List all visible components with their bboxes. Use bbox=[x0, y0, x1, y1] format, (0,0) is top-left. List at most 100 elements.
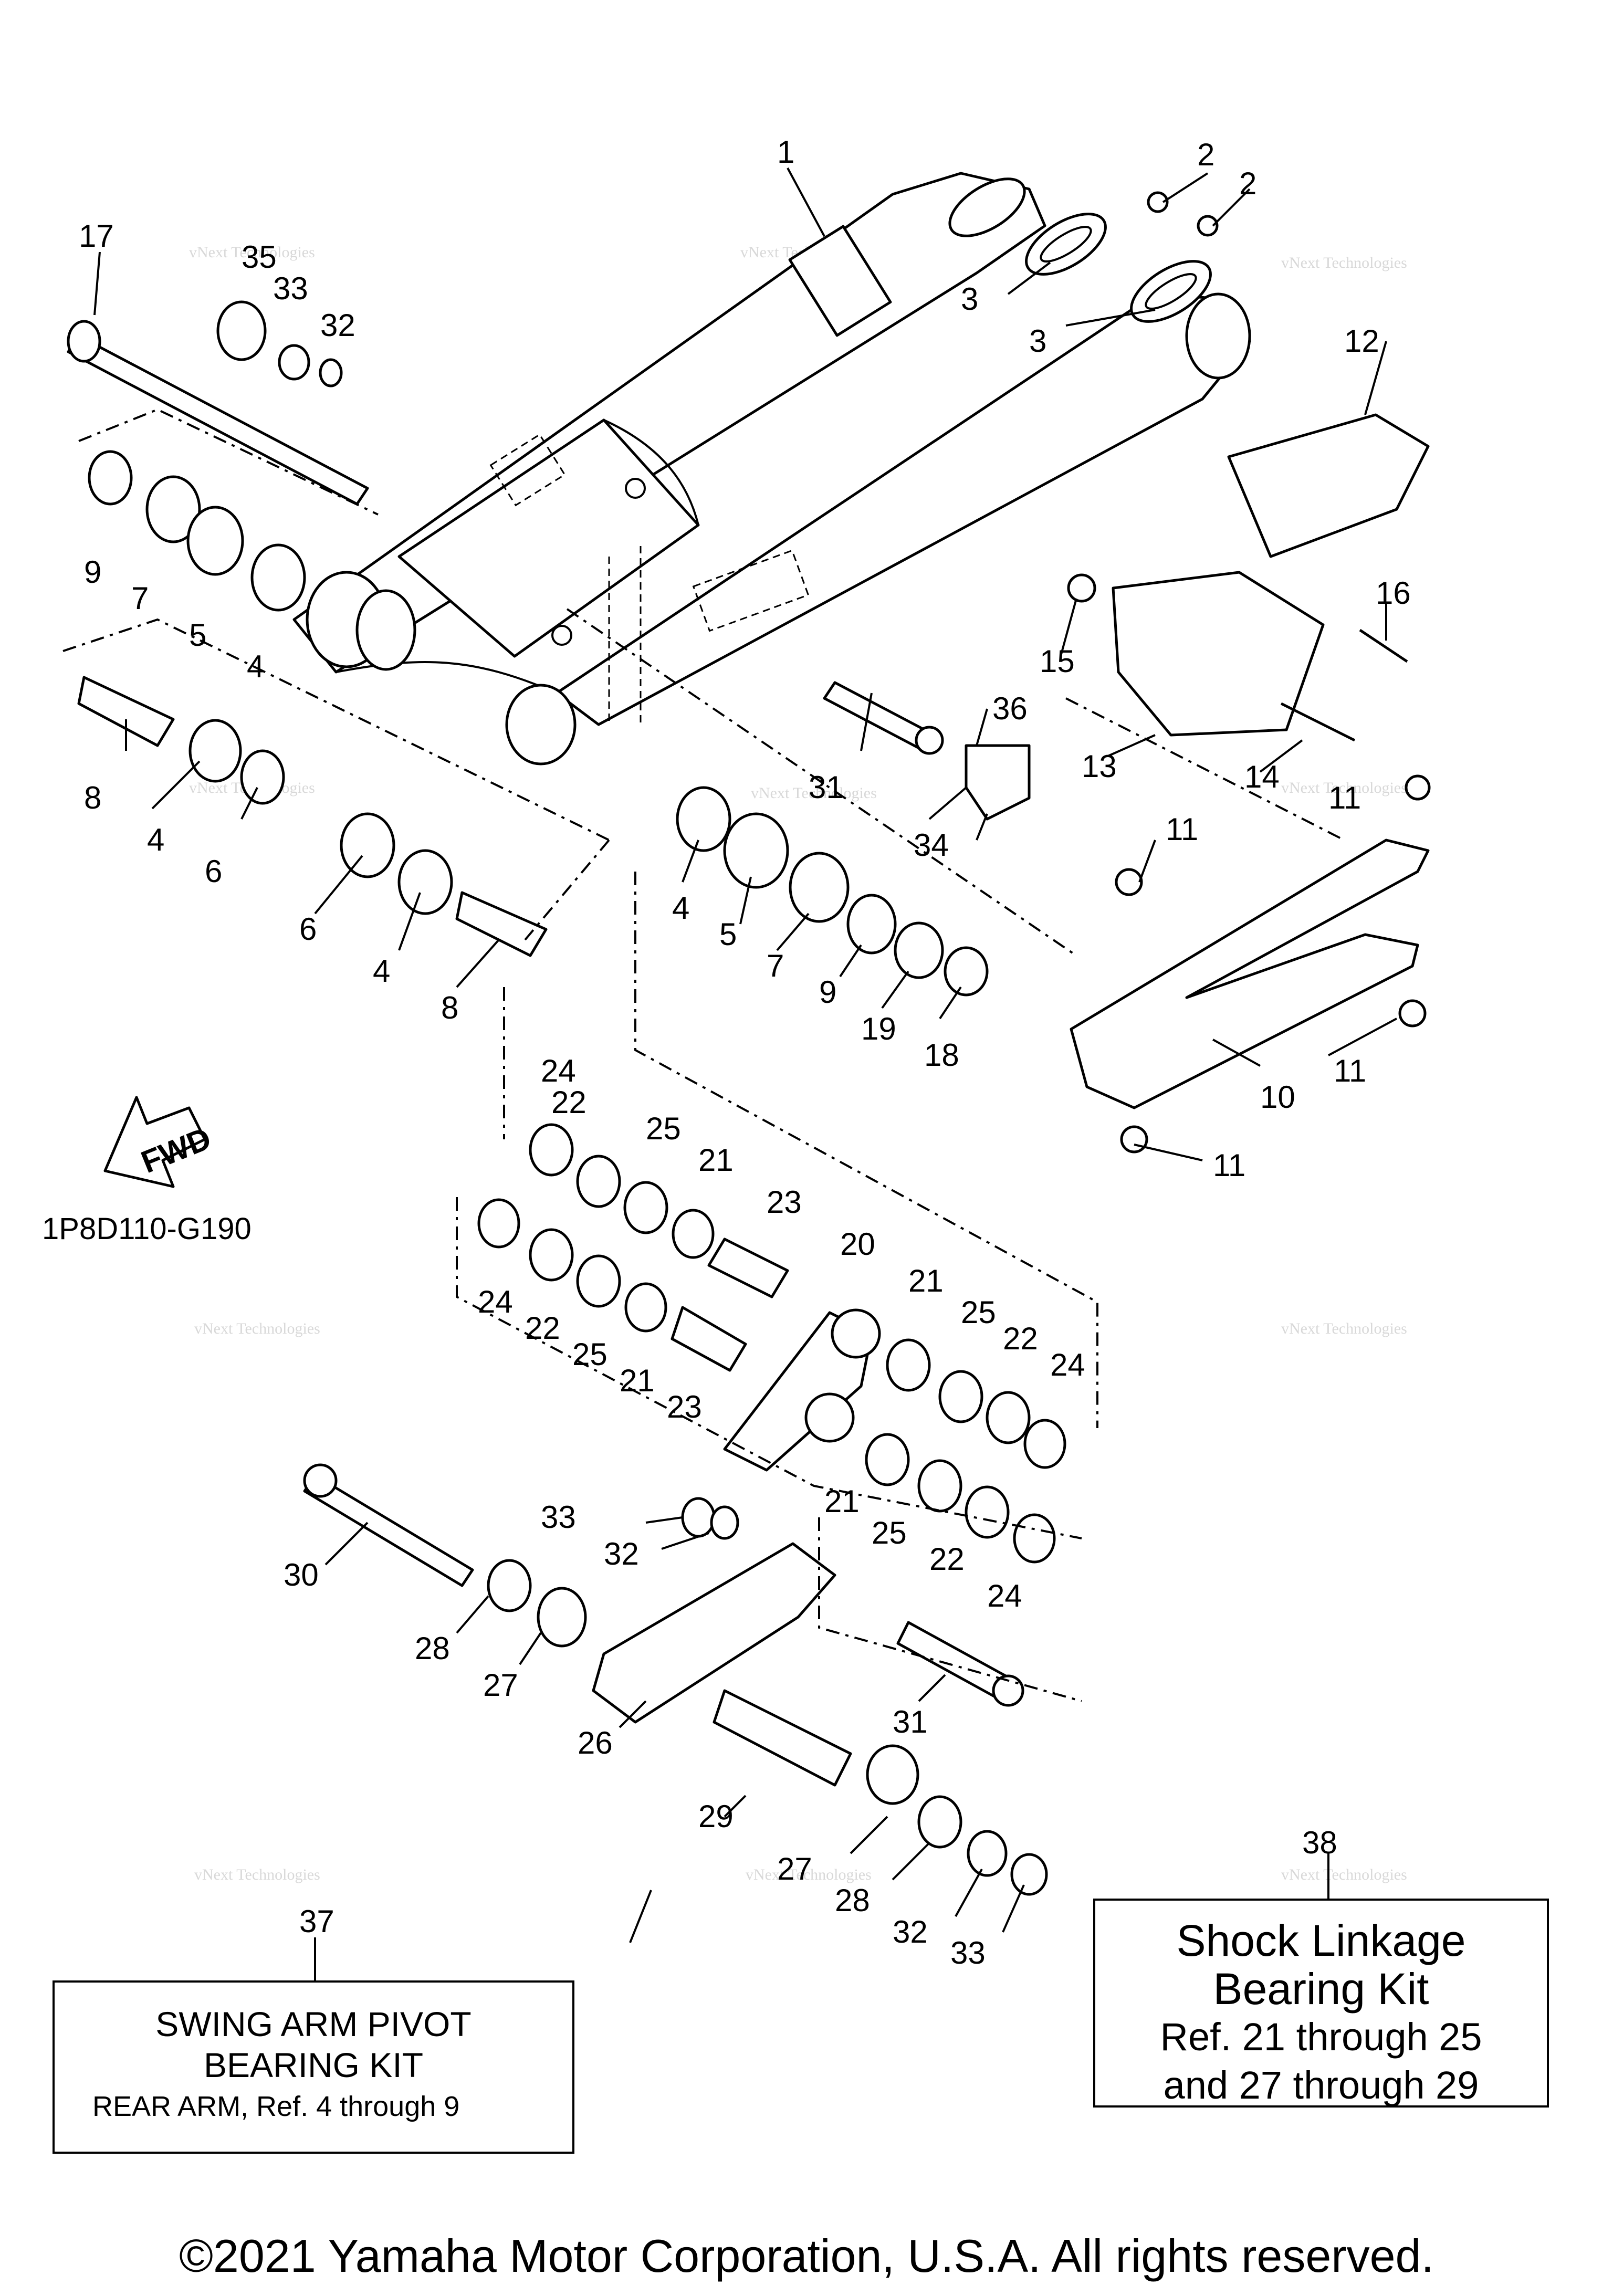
callout-33: 33 bbox=[273, 271, 308, 306]
callout-5: 5 bbox=[719, 917, 737, 952]
kit38-line3: Ref. 21 through 25 bbox=[1160, 2015, 1482, 2059]
callout-28: 28 bbox=[835, 1883, 870, 1918]
callout-4: 4 bbox=[373, 953, 390, 989]
swing-arm-bearing-kit-box: SWING ARM PIVOT BEARING KIT REAR ARM, Re… bbox=[53, 1980, 574, 2154]
chain-slider bbox=[1070, 774, 1431, 1154]
callout-15: 15 bbox=[1040, 644, 1075, 679]
reference-lines bbox=[62, 408, 1345, 1980]
kit37-line2: BEARING KIT bbox=[203, 2046, 424, 2084]
watermark-text: vNext Technologies bbox=[746, 1866, 872, 1883]
callout-27: 27 bbox=[777, 1851, 812, 1886]
callout-21: 21 bbox=[824, 1484, 860, 1519]
callout-12: 12 bbox=[1344, 323, 1379, 359]
callout-24: 24 bbox=[541, 1053, 576, 1088]
callout-22: 22 bbox=[929, 1542, 965, 1577]
kit38-line4: and 27 through 29 bbox=[1163, 2063, 1479, 2107]
callout-4: 4 bbox=[247, 649, 264, 684]
copyright-notice: ©2021 Yamaha Motor Corporation, U.S.A. A… bbox=[179, 2230, 1434, 2282]
callout-9: 9 bbox=[819, 974, 836, 1010]
callout-31: 31 bbox=[893, 1704, 928, 1739]
linkage-bearings bbox=[477, 1123, 1066, 1564]
callout-4: 4 bbox=[147, 822, 164, 857]
callout-25: 25 bbox=[961, 1295, 996, 1330]
callout-4: 4 bbox=[672, 890, 689, 926]
callout-3: 3 bbox=[1029, 323, 1046, 359]
callout-31: 31 bbox=[809, 770, 844, 805]
callout-2: 2 bbox=[1239, 166, 1256, 201]
callout-32: 32 bbox=[893, 1914, 928, 1949]
bearings-left bbox=[77, 300, 548, 957]
watermark-text: vNext Technologies bbox=[751, 784, 877, 802]
callout-26: 26 bbox=[578, 1725, 613, 1760]
watermark-text: vNext Technologies bbox=[1281, 254, 1407, 271]
callout-37: 37 bbox=[299, 1904, 334, 1939]
callout-21: 21 bbox=[698, 1142, 734, 1178]
callout-2: 2 bbox=[1197, 137, 1214, 172]
callout-9: 9 bbox=[84, 554, 101, 590]
callout-34: 34 bbox=[914, 827, 949, 863]
callout-11: 11 bbox=[1328, 780, 1361, 815]
callout-17: 17 bbox=[79, 218, 114, 254]
callout-25: 25 bbox=[872, 1515, 907, 1550]
callout-28: 28 bbox=[415, 1631, 450, 1666]
callout-22: 22 bbox=[525, 1310, 560, 1346]
callout-35: 35 bbox=[242, 239, 277, 275]
kit37-line3: REAR ARM, Ref. 4 through 9 bbox=[92, 2091, 460, 2122]
callout-29: 29 bbox=[698, 1799, 734, 1834]
callout-24: 24 bbox=[987, 1578, 1022, 1613]
watermark-text: vNext Technologies bbox=[189, 244, 315, 261]
callout-10: 10 bbox=[1260, 1079, 1295, 1115]
callout-21: 21 bbox=[908, 1263, 944, 1298]
swing-arm bbox=[292, 172, 1251, 766]
callout-25: 25 bbox=[646, 1111, 681, 1146]
watermark-text: vNext Technologies bbox=[1281, 1866, 1407, 1883]
leader-lines bbox=[93, 167, 1397, 1943]
callout-8: 8 bbox=[441, 990, 458, 1025]
callout-38: 38 bbox=[1302, 1825, 1337, 1860]
shock-linkage-bearing-kit-box: Shock Linkage Bearing Kit Ref. 21 throug… bbox=[1093, 1899, 1549, 2108]
callout-5: 5 bbox=[189, 617, 206, 653]
fwd-arrow: FWD bbox=[103, 1096, 216, 1188]
chain-pads bbox=[1025, 191, 1219, 323]
pivot-axle bbox=[67, 320, 944, 755]
callout-7: 7 bbox=[131, 581, 149, 616]
watermark-text: vNext Technologies bbox=[1281, 1320, 1407, 1337]
callout-16: 16 bbox=[1376, 575, 1411, 611]
watermark-text: vNext Technologies bbox=[194, 1320, 320, 1337]
callout-22: 22 bbox=[1003, 1321, 1038, 1356]
watermark-text: vNext Technologies bbox=[194, 1866, 320, 1883]
callout-11: 11 bbox=[1334, 1053, 1366, 1088]
watermark-text: vNext Technologies bbox=[1281, 779, 1407, 796]
callout-32: 32 bbox=[604, 1536, 639, 1571]
watermarks: vNext Technologies vNext Technologies vN… bbox=[189, 244, 1407, 1883]
callout-11: 11 bbox=[1166, 812, 1198, 847]
chain-guide bbox=[1067, 413, 1430, 742]
callout-6: 6 bbox=[299, 911, 317, 947]
callout-6: 6 bbox=[205, 854, 222, 889]
kit38-line2: Bearing Kit bbox=[1213, 1964, 1429, 2014]
callout-33: 33 bbox=[541, 1500, 576, 1535]
callout-numbers: 1 2 2 3 3 4 4 4 4 5 5 6 6 7 7 8 8 9 9 10… bbox=[79, 134, 1411, 1970]
callout-24: 24 bbox=[1050, 1347, 1085, 1382]
callout-25: 25 bbox=[572, 1337, 608, 1372]
callout-1: 1 bbox=[777, 134, 794, 170]
callout-13: 13 bbox=[1082, 749, 1117, 784]
callout-23: 23 bbox=[667, 1389, 702, 1424]
lower-link bbox=[303, 1463, 1048, 1896]
callout-8: 8 bbox=[84, 780, 101, 815]
callout-18: 18 bbox=[924, 1037, 959, 1073]
callout-19: 19 bbox=[861, 1011, 896, 1046]
callout-11: 11 bbox=[1213, 1148, 1245, 1183]
kit38-line1: Shock Linkage bbox=[1176, 1916, 1466, 1965]
callout-14: 14 bbox=[1244, 759, 1280, 794]
diagram-code: 1P8D110-G190 bbox=[42, 1212, 252, 1246]
callout-30: 30 bbox=[284, 1557, 319, 1592]
callout-20: 20 bbox=[840, 1226, 875, 1262]
kit37-line1: SWING ARM PIVOT bbox=[155, 2005, 472, 2043]
bearings-right bbox=[676, 744, 1031, 997]
callout-23: 23 bbox=[767, 1184, 802, 1220]
callout-3: 3 bbox=[961, 281, 978, 317]
callout-24: 24 bbox=[478, 1284, 513, 1319]
callout-32: 32 bbox=[320, 308, 355, 343]
